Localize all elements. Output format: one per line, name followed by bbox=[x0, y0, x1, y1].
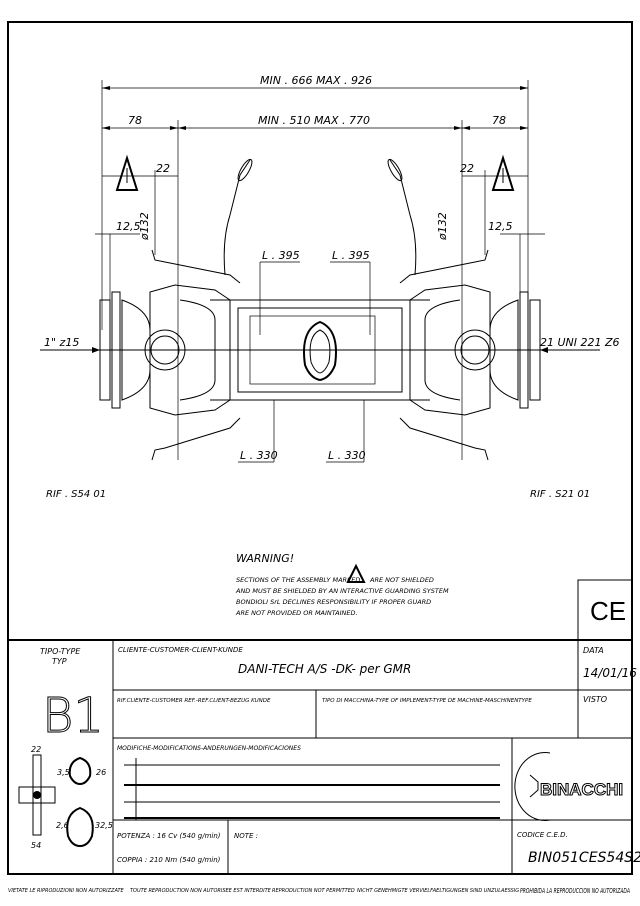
footer-notice: TOUTE REPRODUCTION NON AUTORISEE EST INT… bbox=[130, 888, 272, 894]
tube-length-bottom-right: L . 330 bbox=[328, 449, 366, 462]
code-label: CODICE C.E.D. bbox=[517, 831, 568, 839]
profile2-wall: 2,6 bbox=[56, 821, 69, 830]
pto-shaft bbox=[99, 158, 541, 461]
torque-rating: COPPIA : 210 Nm (540 g/min) bbox=[117, 856, 221, 864]
dim-left-12-5: 12,5 bbox=[116, 220, 141, 233]
cross-dim-54: 54 bbox=[31, 841, 41, 850]
tube-length-top-right: L . 395 bbox=[332, 249, 370, 262]
warning-triangle-icon-right bbox=[491, 154, 515, 191]
dim-left-end: 78 bbox=[128, 114, 142, 127]
date-label: DATA bbox=[583, 646, 604, 655]
profile1-size: 26 bbox=[96, 768, 106, 777]
dim-inner: MIN . 510 MAX . 770 bbox=[258, 114, 370, 127]
dim-right-12-5: 12,5 bbox=[488, 220, 513, 233]
warning-triangle-icon-left bbox=[115, 154, 139, 191]
footer-notice: REPRODUCTION NOT PERMITTED bbox=[272, 888, 355, 894]
dimension-lines bbox=[40, 80, 600, 460]
warning-line: AND MUST BE SHIELDED BY AN INTERACTIVE G… bbox=[235, 587, 449, 595]
warning-line: SECTIONS OF THE ASSEMBLY MARKED bbox=[236, 576, 360, 584]
tube-profile-large-icon bbox=[66, 806, 94, 848]
dim-left-diameter: ø132 bbox=[138, 212, 151, 241]
dim-overall: MIN . 666 MAX . 926 bbox=[260, 74, 372, 87]
warning-line: BONDIOLI SrL DECLINES RESPONSIBILITY IF … bbox=[236, 598, 431, 606]
dim-left-22: 22 bbox=[156, 162, 170, 175]
dim-right-end: 78 bbox=[492, 114, 506, 127]
footer-notice: VIETATE LE RIPRODUZIONI NON AUTORIZZATE bbox=[8, 888, 125, 894]
left-spline-spec: 1" z15 bbox=[44, 336, 79, 349]
binacchi-logo: BINACCHI bbox=[514, 752, 624, 821]
warning-line: ARE NOT SHIELDED bbox=[369, 576, 434, 584]
customer-value: DANI-TECH A/S -DK- per GMR bbox=[238, 662, 411, 676]
date-value: 14/01/16 bbox=[583, 666, 637, 680]
dim-right-diameter: ø132 bbox=[436, 212, 449, 241]
code-value: BIN051CES54S21 bbox=[528, 850, 640, 866]
drawing-frame bbox=[7, 21, 633, 875]
warning-triangle-icon bbox=[346, 563, 366, 583]
type-value: B1 bbox=[42, 688, 104, 744]
tube-profile-small-icon bbox=[68, 756, 92, 786]
warning-line: ARE NOT PROVIDED OR MAINTAINED. bbox=[235, 609, 358, 617]
type-label-de: TYP bbox=[52, 657, 67, 666]
right-spline-spec: 21 UNI 221 Z6 bbox=[540, 336, 620, 349]
warning-title: WARNING! bbox=[236, 552, 294, 565]
modifications-label: MODIFICHE-MODIFICATIONS-ANDERUNGEN-MODIF… bbox=[117, 745, 301, 752]
profile2-size: 32,5 bbox=[95, 821, 113, 830]
tube-length-top-left: L . 395 bbox=[262, 249, 300, 262]
customer-label: CLIENTE-CUSTOMER-CLIENT-KUNDE bbox=[118, 646, 243, 654]
power-rating: POTENZA : 16 Cv (540 g/min) bbox=[117, 832, 221, 840]
logo-text: BINACCHI bbox=[540, 780, 623, 799]
footer-notice: PROHIBIDA LA REPRODUCCION NO AUTORIZADA bbox=[520, 887, 630, 895]
warning-notice: WARNING! SECTIONS OF THE ASSEMBLY MARKED… bbox=[235, 552, 449, 617]
tube-length-bottom-left: L . 330 bbox=[240, 449, 278, 462]
dim-right-22: 22 bbox=[460, 162, 474, 175]
visto-label: VISTO bbox=[583, 695, 607, 704]
reference-right: RIF . S21 01 bbox=[530, 489, 590, 500]
note-label: NOTE : bbox=[234, 832, 258, 840]
footer-notice: NICHT GENEHMIGTE VERVIELFAELTIGUNGEN SIN… bbox=[357, 888, 519, 894]
cross-dim-22: 22 bbox=[31, 745, 41, 754]
ce-mark: CE bbox=[590, 596, 626, 626]
customer-ref-label: RIF.CLIENTE-CUSTOMER REF.-REF.CLIENT-BEZ… bbox=[117, 698, 271, 704]
type-label: TIPO-TYPE bbox=[40, 647, 81, 656]
title-block bbox=[8, 639, 632, 874]
cross-joint-icon bbox=[18, 754, 56, 836]
profile1-wall: 3,5 bbox=[57, 768, 70, 777]
reference-left: RIF . S54 01 bbox=[46, 489, 106, 500]
machine-type-label: TIPO DI MACCHINA-TYPE OF IMPLEMENT-TYPE … bbox=[322, 698, 532, 704]
